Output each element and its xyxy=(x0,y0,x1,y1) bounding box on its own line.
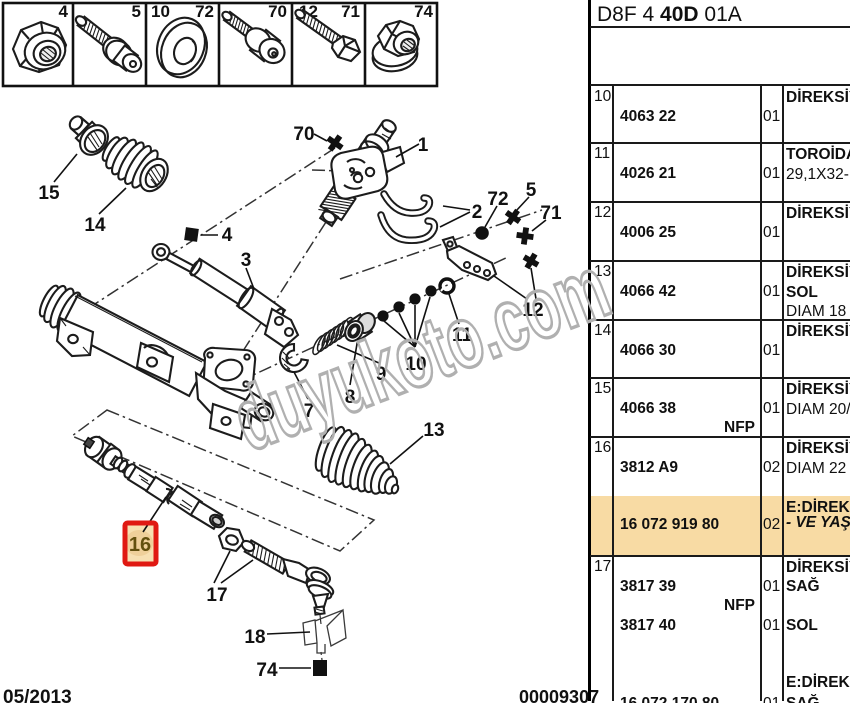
svg-text:2: 2 xyxy=(472,202,483,223)
svg-text:71: 71 xyxy=(540,203,562,224)
svg-text:71: 71 xyxy=(341,2,360,21)
svg-text:3: 3 xyxy=(241,250,252,271)
svg-text:15: 15 xyxy=(38,183,60,204)
svg-text:72: 72 xyxy=(487,189,508,210)
svg-text:12: 12 xyxy=(522,300,543,321)
svg-text:7: 7 xyxy=(304,401,315,422)
svg-text:70: 70 xyxy=(268,2,287,21)
svg-text:5: 5 xyxy=(132,2,141,21)
svg-text:18: 18 xyxy=(244,627,265,648)
svg-text:4: 4 xyxy=(222,225,233,246)
svg-text:5: 5 xyxy=(526,180,537,201)
svg-text:8: 8 xyxy=(345,387,356,408)
svg-text:74: 74 xyxy=(256,660,278,681)
svg-text:70: 70 xyxy=(293,124,314,145)
svg-text:00009307: 00009307 xyxy=(519,687,599,707)
svg-text:72: 72 xyxy=(195,2,214,21)
svg-text:10: 10 xyxy=(405,354,426,375)
svg-text:74: 74 xyxy=(414,2,433,21)
svg-text:13: 13 xyxy=(423,420,444,441)
svg-text:10: 10 xyxy=(151,2,170,21)
svg-text:17: 17 xyxy=(206,585,227,606)
svg-text:11: 11 xyxy=(452,325,473,346)
svg-text:9: 9 xyxy=(376,364,387,385)
svg-text:16: 16 xyxy=(129,534,151,556)
svg-text:05/2013: 05/2013 xyxy=(3,687,72,708)
svg-text:4: 4 xyxy=(59,2,69,21)
svg-text:1: 1 xyxy=(418,135,429,156)
svg-text:14: 14 xyxy=(84,215,106,236)
